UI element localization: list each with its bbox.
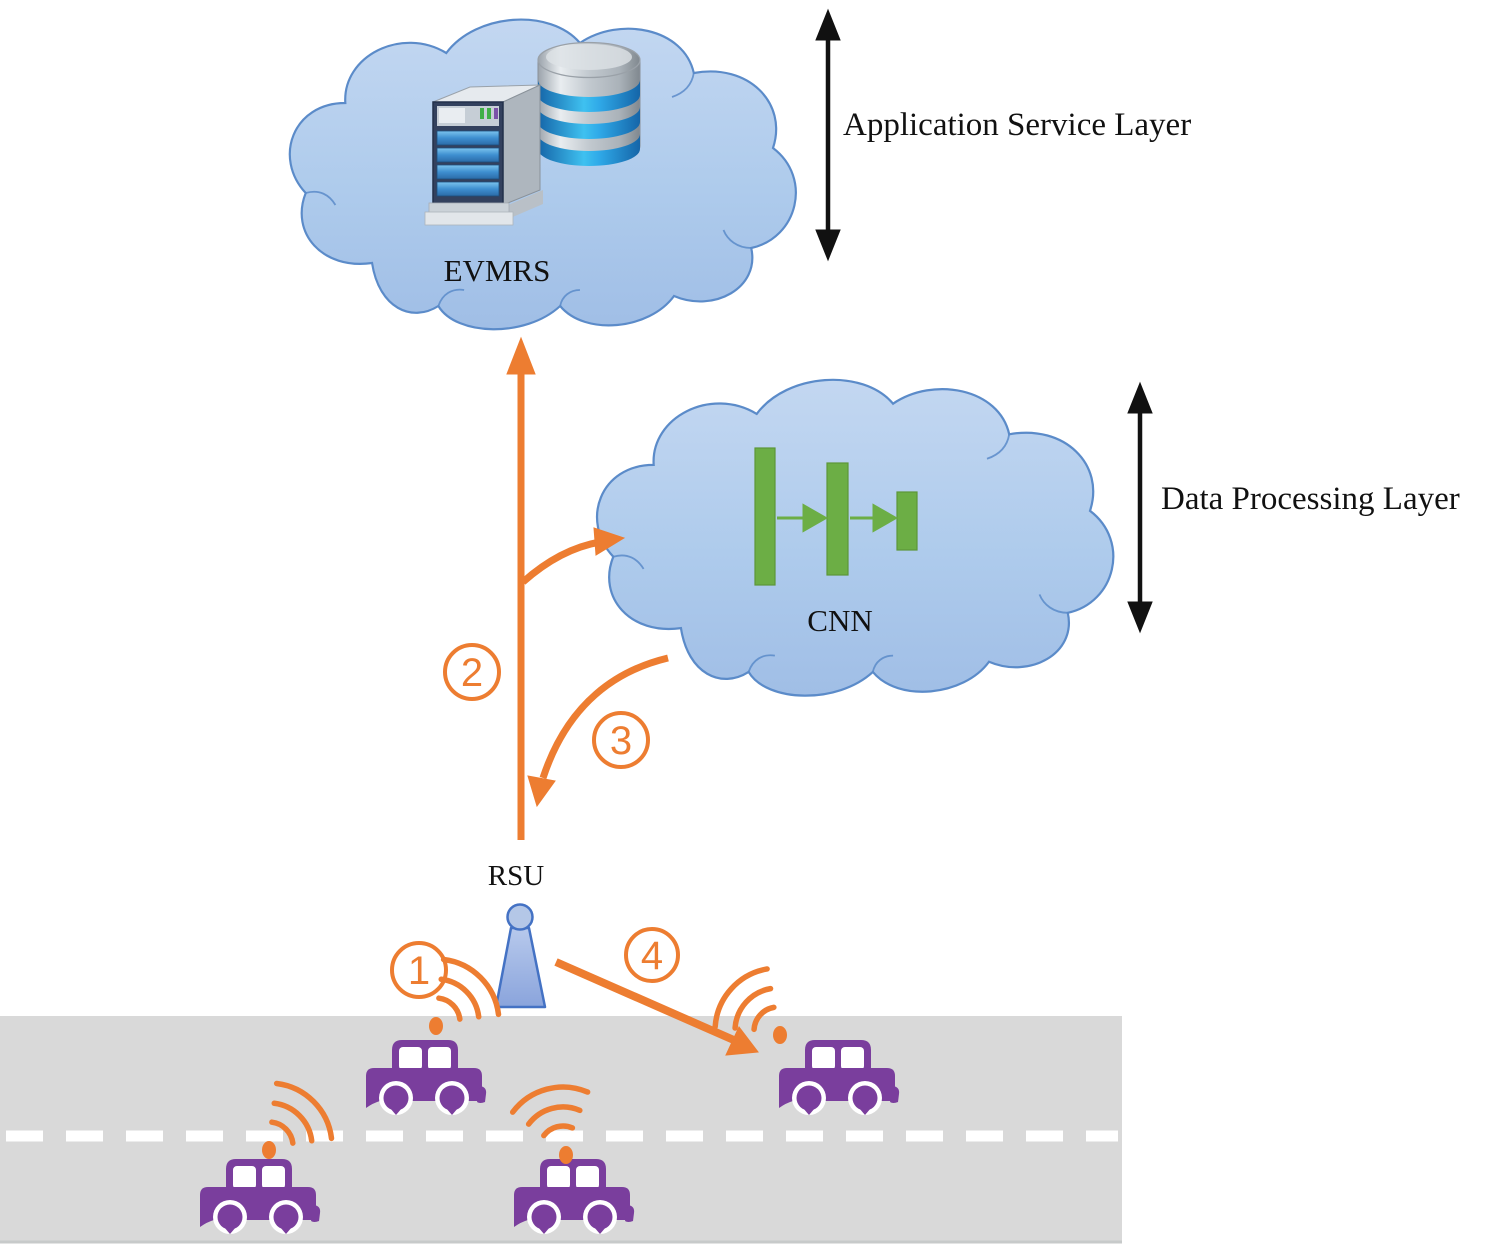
flow-arrow-rsu-to-cnn — [520, 527, 626, 585]
data-processing-cloud — [595, 378, 1115, 697]
cnn-label: CNN — [807, 603, 872, 638]
cnn-layers-icon — [754, 447, 918, 586]
database-icon — [537, 41, 641, 166]
step-badge-3: 3 — [592, 711, 650, 769]
step-badge-2: 2 — [443, 643, 501, 701]
rsu-antenna-icon — [494, 903, 547, 1009]
data-layer-span-arrow — [1127, 381, 1153, 634]
vehicle-2 — [200, 1074, 341, 1234]
vehicle-3 — [509, 1079, 635, 1234]
step-badge-4: 4 — [624, 927, 680, 983]
data-layer-label: Data Processing Layer — [1161, 481, 1460, 517]
svg-text:1: 1 — [408, 949, 430, 993]
signal-dot — [773, 1026, 787, 1044]
signal-dot — [262, 1141, 276, 1159]
vehicle-4 — [705, 960, 900, 1115]
rsu-label: RSU — [488, 860, 544, 892]
flow-arrow-cnn-to-rsu — [527, 654, 669, 808]
svg-text:4: 4 — [641, 934, 663, 978]
application-layer-label: Application Service Layer — [843, 107, 1191, 143]
step-badge-1: 1 — [390, 941, 448, 999]
svg-text:2: 2 — [461, 651, 483, 695]
application-layer-span-arrow — [815, 8, 841, 262]
signal-dot — [559, 1146, 573, 1164]
flow-arrow-rsu-to-evmrs — [506, 336, 536, 840]
flow-arrow-rsu-to-vehicle — [554, 958, 759, 1056]
vehicle-1 — [366, 950, 508, 1115]
evmrs-label: EVMRS — [444, 253, 551, 288]
signal-dot — [429, 1017, 443, 1035]
svg-text:3: 3 — [610, 719, 632, 763]
server-icon — [424, 84, 543, 226]
